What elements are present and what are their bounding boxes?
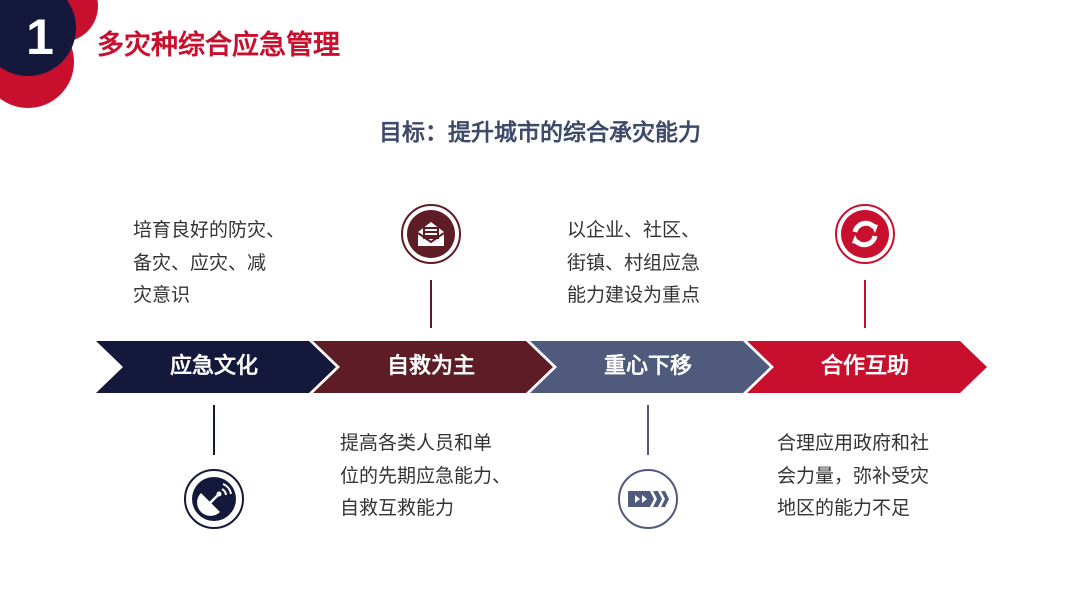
step-1-connector-line: [213, 405, 215, 455]
step-1-label: 应急文化: [169, 354, 258, 379]
step-4-chevron: [747, 341, 987, 393]
corner-decoration: [0, 0, 98, 108]
step-1-chevron: [96, 341, 336, 393]
step-1-icon-circle: [184, 469, 244, 529]
step-3-icon-circle: [618, 469, 678, 529]
section-number: 1: [26, 9, 54, 65]
step-3-connector-line: [647, 405, 649, 455]
step-4-label: 合作互助: [820, 354, 909, 379]
step-3-label: 重心下移: [603, 354, 692, 379]
step-3-chevron: [530, 341, 770, 393]
fast-forward-icon: [628, 491, 669, 507]
step-2-connector-line: [430, 280, 432, 328]
page-title: 多灾种综合应急管理: [97, 30, 340, 61]
refresh-cycle-icon: [841, 210, 889, 258]
step-4-description: 合理应用政府和社 会力量，弥补受灾 地区的能力不足: [777, 432, 930, 519]
step-3-description: 以企业、社区、 街镇、村组应急 能力建设为重点: [567, 219, 701, 306]
goal-subtitle: 目标：提升城市的综合承灾能力: [379, 120, 701, 146]
broadcast-dish-icon: [192, 477, 236, 521]
step-4-connector-line: [864, 280, 866, 328]
step-2-label: 自救为主: [386, 354, 475, 379]
step-2-icon-circle: [401, 204, 461, 264]
step-1-description: 培育良好的防灾、 备灾、应灾、减 灾意识: [133, 219, 286, 306]
step-2-chevron: [313, 341, 553, 393]
step-4-icon-circle: [835, 204, 895, 264]
step-2-description: 提高各类人员和单 位的先期应急能力、 自救互救能力: [340, 432, 512, 519]
envelope-icon: [407, 210, 455, 258]
